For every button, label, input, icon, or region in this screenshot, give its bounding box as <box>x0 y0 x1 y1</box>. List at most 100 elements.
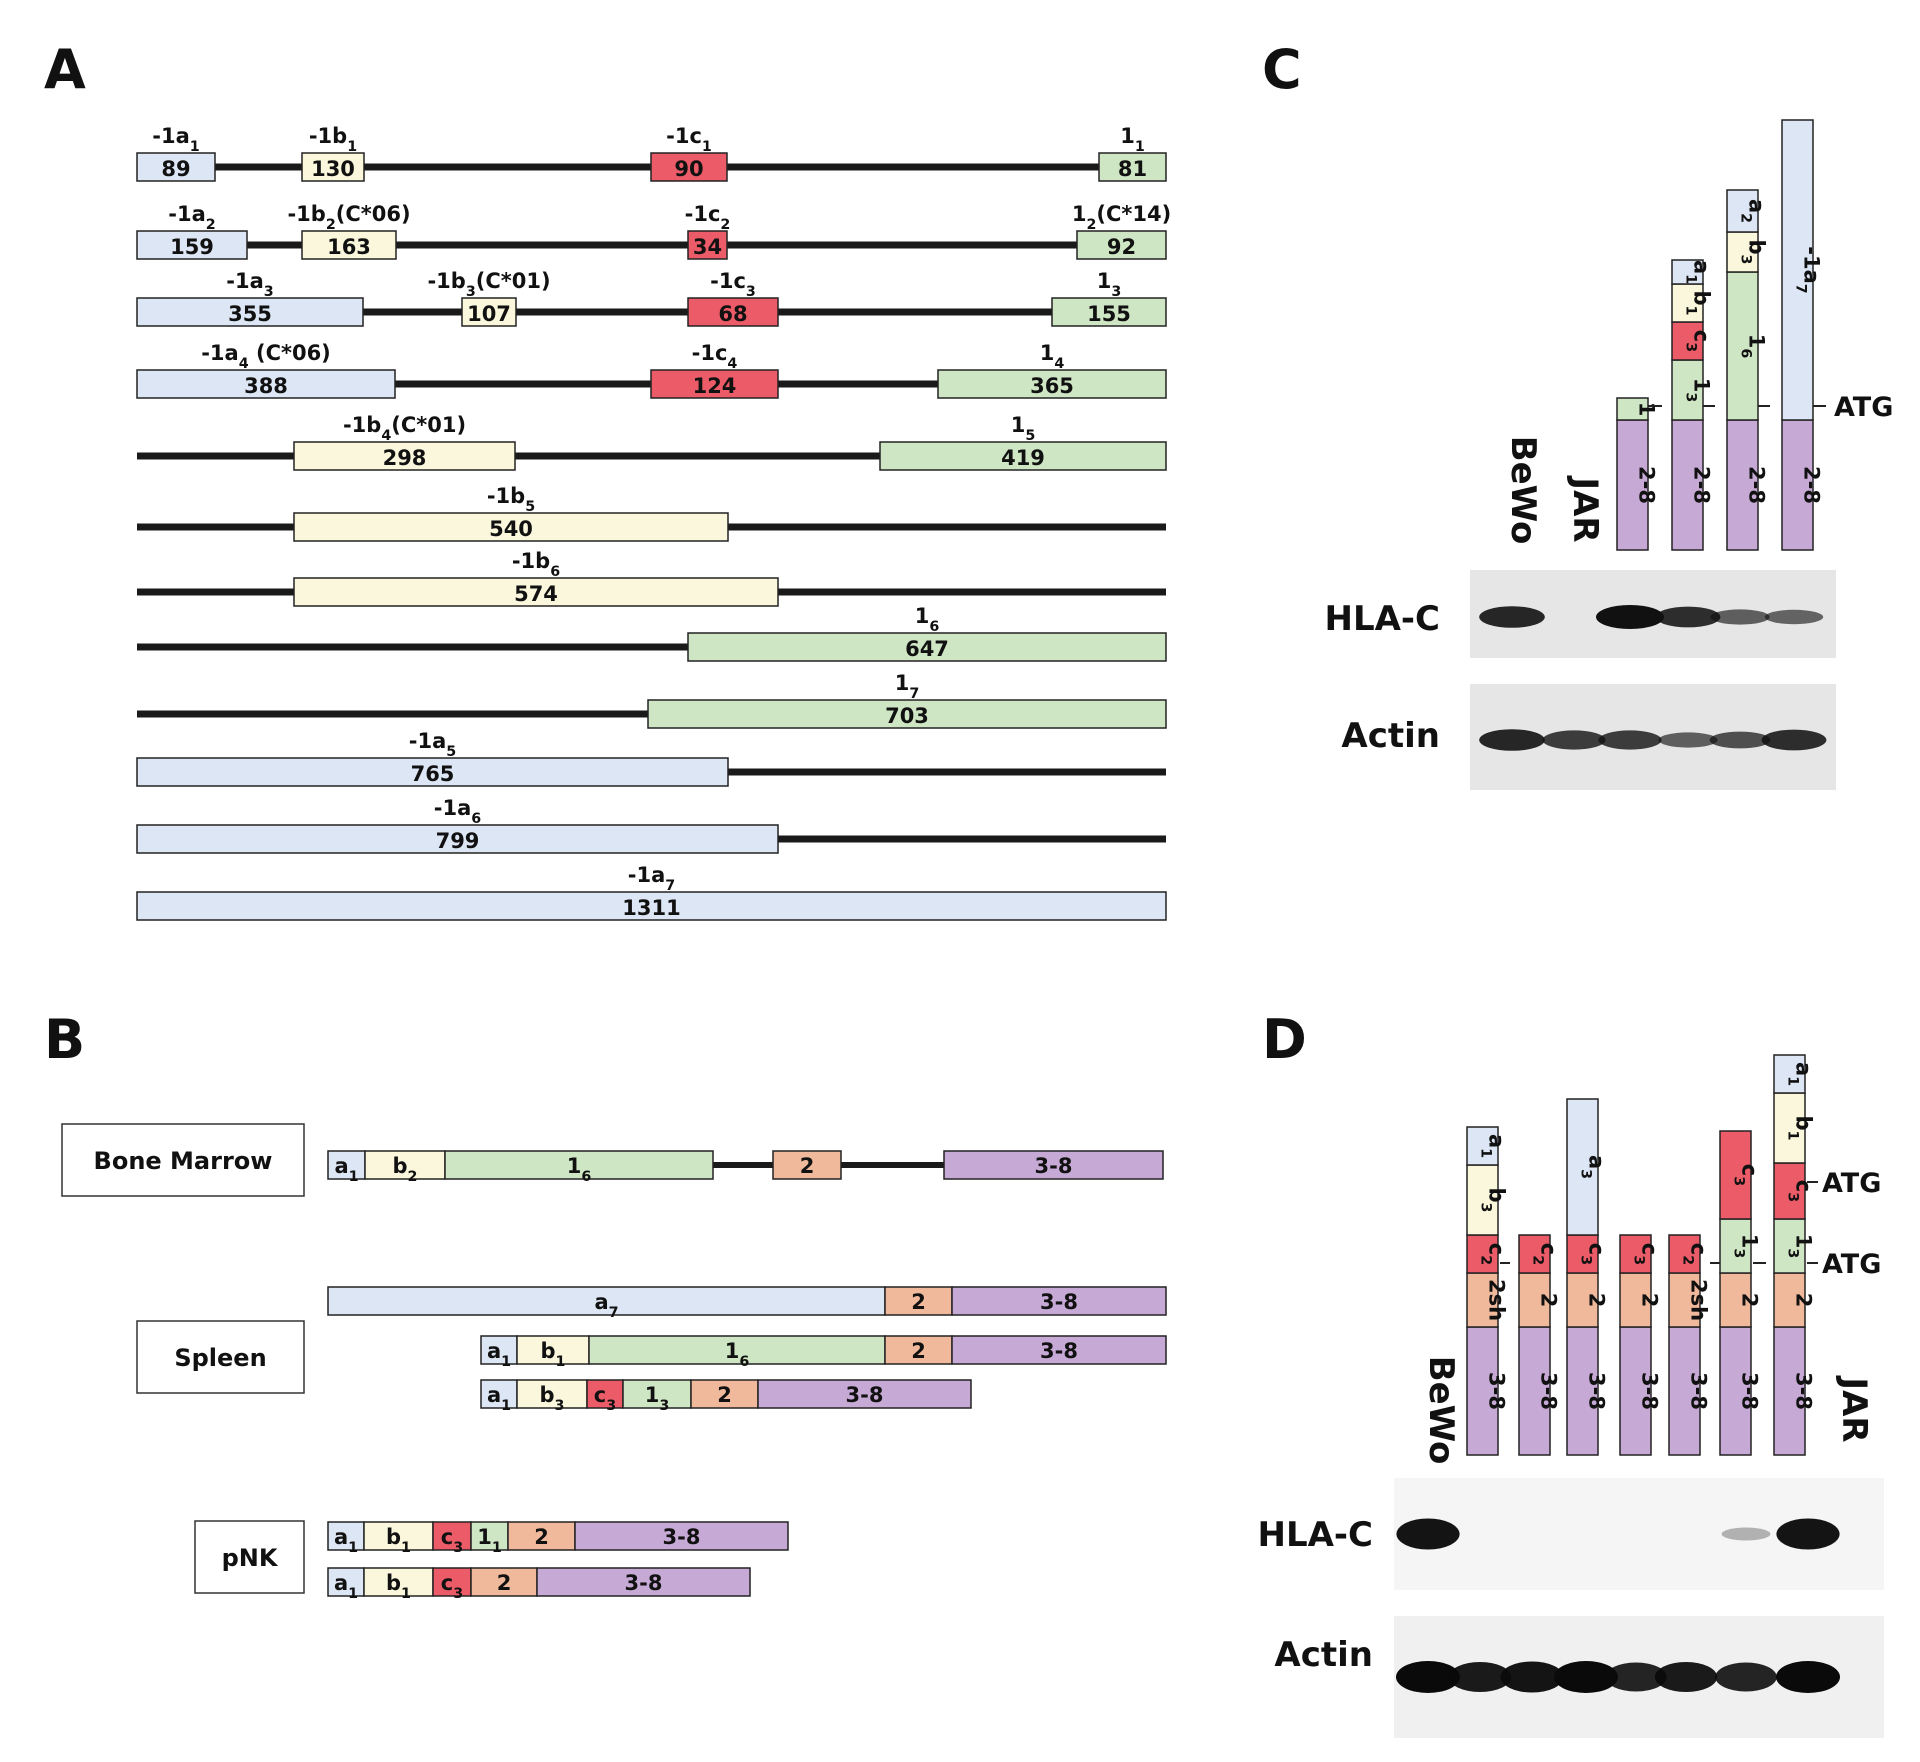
exon-segment <box>1773 1054 1806 1094</box>
exon-segment <box>1719 1272 1752 1328</box>
exon-size-label: 159 <box>170 235 214 259</box>
exon-segment-label: 2 <box>911 1290 926 1314</box>
exon-size-label: 799 <box>436 829 480 853</box>
exon-segment <box>1773 1326 1806 1456</box>
exon-segment-label: a1 <box>1683 260 1714 284</box>
exon-segment <box>1619 1326 1652 1456</box>
exon-segment-label: 2 <box>1738 1293 1762 1308</box>
exon-box <box>136 891 1167 921</box>
exon-size-label: 365 <box>1030 374 1074 398</box>
exon-segment <box>1518 1272 1551 1328</box>
exon-segment-label: c3 <box>441 1525 463 1556</box>
exon-segment-label: 3-8 <box>1040 1339 1078 1363</box>
exon-name-label: -1c1 <box>666 124 712 155</box>
exon-segment <box>1466 1234 1499 1274</box>
exon-segment-label: a2 <box>1738 199 1769 223</box>
exon-segment-label: 1 <box>1635 402 1659 417</box>
exon-size-label: 124 <box>693 374 737 398</box>
exon-segment <box>1773 1162 1806 1220</box>
blot-band <box>1721 1527 1771 1541</box>
lane-label-bewo: BeWo <box>1503 436 1543 545</box>
exon-segment <box>1616 397 1649 421</box>
exon-box <box>650 369 779 399</box>
exon-size-label: 574 <box>514 582 558 606</box>
exon-name-label: -1a5 <box>409 729 456 760</box>
exon-segment-label: 13 <box>1683 378 1714 403</box>
exon-name-label: -1b5 <box>487 484 535 515</box>
exon-segment-label: b1 <box>386 1571 411 1602</box>
exon-segment-label: 3-8 <box>625 1571 663 1595</box>
exon-size-label: 89 <box>161 157 190 181</box>
exon-box <box>647 699 1167 729</box>
construct: 2-8-1a7 <box>1781 119 1824 551</box>
exon-segment <box>432 1521 472 1551</box>
exon-segment-label: 3-8 <box>1792 1372 1816 1410</box>
exon-segment <box>1466 1326 1499 1456</box>
panel-letter-a: A <box>44 38 86 101</box>
exon-name-label: -1c4 <box>692 341 738 372</box>
actin-blot: Actin <box>1341 684 1836 790</box>
exon-segment <box>364 1150 446 1180</box>
hla-c-blot: HLA-C <box>1258 1478 1884 1590</box>
exon-segment-label: 13 <box>1785 1234 1816 1259</box>
exon-segment <box>1466 1126 1499 1166</box>
blot-label: HLA-C <box>1325 599 1441 639</box>
exon-name-label: -1a1 <box>152 124 199 155</box>
exon-name-label: -1c2 <box>685 202 731 233</box>
exon-name-label: -1a7 <box>628 863 675 894</box>
exon-segment-label: 11 <box>477 1525 502 1556</box>
exon-segment <box>884 1335 953 1365</box>
exon-segment-label: 2 <box>911 1339 926 1363</box>
exon-segment <box>1668 1272 1701 1328</box>
exon-segment <box>1781 419 1814 551</box>
exon-segment-label: 16 <box>1738 334 1769 359</box>
exon-segment-label: 2 <box>1585 1293 1609 1308</box>
exon-row: 1311-1a7 <box>136 863 1167 921</box>
exon-box <box>293 512 729 542</box>
exon-name-label: -1b4(C*01) <box>343 413 466 444</box>
blot-label: Actin <box>1341 716 1440 756</box>
exon-segment <box>588 1335 886 1365</box>
exon-size-label: 81 <box>1118 157 1147 181</box>
atg-label: ATG <box>1822 1168 1881 1199</box>
blot-band <box>1776 1661 1840 1693</box>
exon-segment <box>1671 259 1704 285</box>
exon-size-label: 155 <box>1087 302 1131 326</box>
tissue-label: Bone Marrow <box>94 1147 273 1175</box>
lane-label-jar: JAR <box>1565 475 1605 542</box>
exon-name-label: -1b2(C*06) <box>287 202 410 233</box>
exon-segment-label: 2sh <box>1485 1279 1509 1321</box>
exon-segment-label: 2-8 <box>1635 466 1659 504</box>
blot-band <box>1396 1661 1460 1693</box>
atg-label: ATG <box>1822 1249 1881 1280</box>
exon-size-label: 298 <box>383 446 427 470</box>
blot-label: Actin <box>1274 1635 1373 1675</box>
exon-size-label: 90 <box>674 157 703 181</box>
exon-name-label: -1a4 (C*06) <box>201 341 331 372</box>
exon-segment-label: a7 <box>594 1290 618 1321</box>
exon-size-label: 388 <box>244 374 288 398</box>
exon-segment <box>536 1567 751 1597</box>
exon-row: 540-1b5 <box>137 484 1166 542</box>
exon-box <box>301 230 397 260</box>
exon-segment-label: 2 <box>1792 1293 1816 1308</box>
exon-segment <box>1566 1272 1599 1328</box>
exon-name-label: -1a6 <box>434 796 482 827</box>
exon-segment <box>1566 1098 1599 1236</box>
exon-box <box>136 824 779 854</box>
exon-segment <box>951 1286 1167 1316</box>
exon-box <box>687 297 779 327</box>
exon-name-label: -1b6 <box>512 549 560 580</box>
exon-segment-label: 3-8 <box>1687 1372 1711 1410</box>
exon-segment-label: 2 <box>1537 1293 1561 1308</box>
exon-box <box>879 441 1167 471</box>
